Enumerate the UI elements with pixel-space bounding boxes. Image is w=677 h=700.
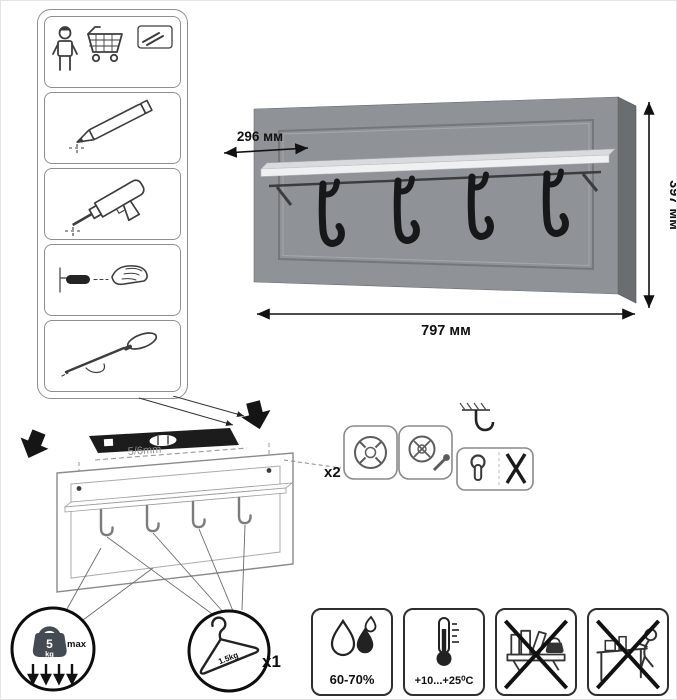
max-weight-qualifier: max: [67, 639, 87, 650]
fastener-callout: x2: [283, 402, 534, 491]
hook-leader-lines: [106, 524, 246, 617]
no-heavy-load-warning: [495, 608, 577, 696]
no-heavy-load-icon: [503, 619, 569, 690]
humidity-label: 60-70%: [329, 672, 375, 687]
coat-hook-prong: [320, 178, 340, 198]
shelf-bracket-left: [275, 186, 293, 206]
weight-leader-lines: [66, 547, 154, 621]
step-drill-box: [44, 168, 181, 240]
spirit-level-icon: [89, 428, 239, 453]
shelf-bracket-right: [581, 173, 599, 192]
mount-arrow-right-icon: [241, 400, 271, 430]
step-unpack-box: [44, 16, 181, 88]
hanger-capacity-badge: 1.5kg x1: [187, 609, 281, 693]
steps-callout-lines: [138, 396, 245, 426]
fastener-count-label: x2: [324, 464, 341, 481]
temperature-warning: +10...+25⁰C: [403, 608, 485, 696]
prohibition-x-icon: [503, 619, 569, 690]
steps-panel: [37, 9, 188, 399]
coat-hook-prong: [469, 171, 489, 191]
coat-hook-prong: [544, 168, 564, 188]
drill-icon: [64, 179, 145, 236]
shelf-outline-front: [64, 487, 287, 513]
coat-hook-prong: [395, 175, 415, 195]
drill-guide: 5/6mm: [78, 443, 270, 486]
depth-dim-label: 296 мм: [237, 129, 283, 144]
panel-front-face: [253, 96, 619, 295]
step-dowel-box: [44, 244, 181, 316]
coat-hooks: [318, 168, 569, 247]
assembly-diagram: 5/6mm: [10, 396, 534, 693]
panel-groove-outer: [278, 118, 594, 271]
temperature-label: +10...+25⁰C: [414, 675, 474, 687]
mount-arrow-left-icon: [20, 429, 49, 458]
dowel-insert-icon: [58, 265, 148, 293]
screw-point-right: [266, 468, 272, 473]
max-weight-badge: 5 kg max: [10, 606, 96, 692]
keyhole-box: [456, 447, 534, 491]
kettlebell-icon: [32, 626, 67, 657]
hanger-count-label: x1: [262, 652, 281, 671]
prohibition-x-icon: [595, 619, 661, 690]
pencil-mark-icon: [68, 99, 153, 156]
temperature-icon: [436, 617, 459, 666]
panel-outline-drawing: [56, 452, 294, 593]
product-render: 296 мм 397 мм 797 мм: [223, 96, 677, 339]
coat-hook: [542, 170, 569, 237]
step-mark-box: [44, 92, 181, 164]
cam-screw-icon: [354, 436, 387, 469]
hook-outlines: [99, 496, 252, 537]
drill-size-label: 5/6mm: [127, 444, 161, 458]
panel-outline: [56, 452, 294, 593]
humidity-icon: [330, 615, 377, 657]
step-screw-box: [44, 320, 181, 392]
screw-point-left: [76, 486, 82, 491]
height-dim-label: 397 мм: [666, 180, 677, 230]
coat-hook: [318, 180, 345, 247]
fastener-box-1: [343, 425, 398, 480]
keyhole-bracket-icon: [470, 454, 486, 481]
hanger-icon: 1.5kg: [199, 616, 260, 675]
panel-outline-groove: [70, 465, 281, 579]
dimension-annotations: 296 мм 397 мм 797 мм: [223, 102, 677, 339]
depth-dim-line: [223, 143, 309, 158]
coat-hook: [393, 177, 420, 244]
shelf-front: [260, 154, 610, 177]
down-arrows-icon: [27, 664, 78, 686]
no-keyhole-x-icon: [505, 453, 527, 484]
max-weight-value: 5: [46, 637, 53, 651]
width-dim-label: 797 мм: [421, 323, 471, 339]
coat-hook: [467, 173, 494, 240]
no-leaning-icon: [595, 619, 661, 690]
cam-screw-angled-icon: [408, 435, 450, 472]
unpack-tools-icon: [51, 25, 173, 71]
panel-side-face: [617, 96, 637, 304]
humidity-warning: 60-70%: [311, 608, 393, 696]
hidden-hanging-icon: [459, 402, 495, 432]
max-weight-unit: kg: [45, 650, 54, 659]
coat-rack-3d: [253, 96, 637, 304]
awl-icon: [60, 332, 157, 377]
no-leaning-warning: [587, 608, 669, 696]
panel-groove-inner: [282, 122, 590, 267]
